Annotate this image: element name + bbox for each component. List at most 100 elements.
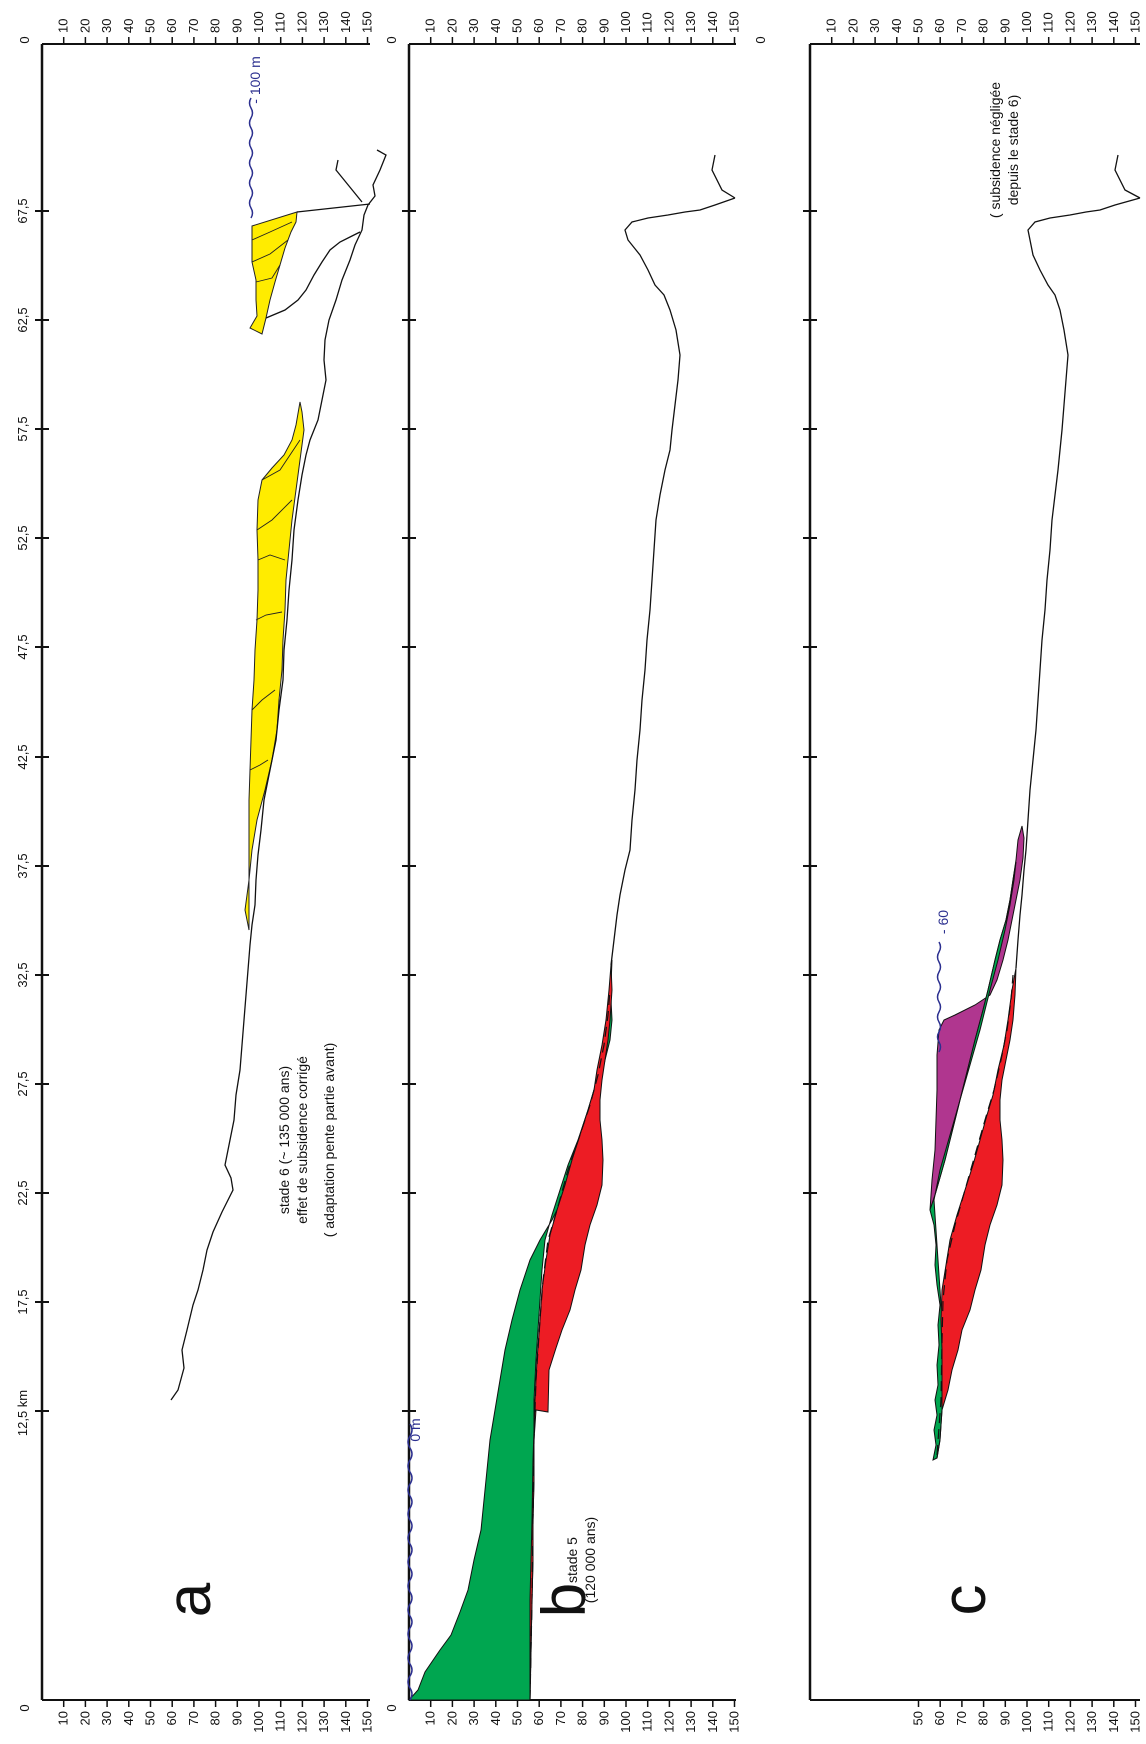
km-label-12-5: 12,5 km bbox=[15, 1390, 30, 1436]
depth-tick-label: 60 bbox=[531, 19, 546, 33]
depth-tick-label: 40 bbox=[488, 19, 503, 33]
km-label-32-5: 32,5 bbox=[15, 962, 30, 987]
depth-tick-label: 110 bbox=[1041, 12, 1056, 33]
depth-tick-label: 60 bbox=[531, 1711, 546, 1725]
depth-tick-label: 30 bbox=[99, 1711, 114, 1725]
depth-tick-label: 110 bbox=[273, 12, 288, 33]
depth-tick-label: 130 bbox=[316, 11, 331, 33]
km-label-27-5: 27,5 bbox=[15, 1071, 30, 1096]
depth-tick-label: 80 bbox=[208, 1711, 223, 1725]
depth-tick-label: 10 bbox=[423, 1711, 438, 1725]
depth-tick-label: 130 bbox=[316, 1711, 331, 1733]
km-label-17-5: 17,5 bbox=[15, 1289, 30, 1314]
panel-b-zero-bottom: 0 bbox=[384, 1704, 399, 1711]
depth-tick-label: 70 bbox=[553, 19, 568, 33]
depth-tick-label: 30 bbox=[867, 19, 882, 33]
depth-tick-label: 20 bbox=[77, 1711, 92, 1725]
panel-b-km-ticks bbox=[402, 210, 416, 1412]
panel-a-sea-level bbox=[248, 97, 254, 219]
stage5-deposit-red-c bbox=[936, 967, 1017, 1459]
panel-c-sea-level bbox=[936, 941, 942, 1053]
panel-b-annotation-line-1: stade 5 bbox=[564, 1537, 580, 1583]
stage6-deposit-mid-lines bbox=[249, 439, 301, 771]
depth-tick-label: 140 bbox=[705, 1711, 720, 1733]
depth-tick-label: 70 bbox=[553, 1711, 568, 1725]
depth-tick-label: 130 bbox=[683, 1711, 698, 1733]
depth-tick-label: 150 bbox=[360, 11, 375, 33]
depth-tick-label: 120 bbox=[661, 11, 676, 33]
panel-a-km-ticks bbox=[35, 210, 49, 1412]
depth-tick-label: 90 bbox=[596, 19, 611, 33]
depth-tick-label: 90 bbox=[997, 1711, 1012, 1725]
panel-a-seabed-inner-profile bbox=[265, 231, 361, 319]
panel-c-annotation-line-1: ( subsidence négligée bbox=[987, 82, 1003, 218]
depth-tick-label: 80 bbox=[575, 1711, 590, 1725]
depth-tick-label: 150 bbox=[1128, 1711, 1143, 1733]
depth-tick-label: 60 bbox=[164, 1711, 179, 1725]
km-label-42-5: 42,5 bbox=[15, 744, 30, 769]
depth-tick-label: 70 bbox=[186, 19, 201, 33]
depth-tick-label: 80 bbox=[575, 19, 590, 33]
depth-tick-label: 10 bbox=[824, 19, 839, 33]
depth-tick-label: 130 bbox=[1084, 1711, 1099, 1733]
panel-b-letter: b bbox=[530, 1583, 599, 1617]
depth-tick-label: 140 bbox=[1106, 1711, 1121, 1733]
panel-b-zero-top: 0 bbox=[384, 36, 399, 43]
panel-a-zero-top: 0 bbox=[17, 36, 32, 43]
depth-tick-label: 150 bbox=[360, 1711, 375, 1733]
panel-a-annotation-line-1: stade 6 (~ 135 000 ans) bbox=[276, 1066, 292, 1214]
depth-tick-label: 130 bbox=[1084, 11, 1099, 33]
depth-tick-label: 100 bbox=[1019, 11, 1034, 33]
depth-tick-label: 150 bbox=[727, 1711, 742, 1733]
depth-tick-label: 50 bbox=[510, 19, 525, 33]
km-label-22-5: 22,5 bbox=[15, 1180, 30, 1205]
depth-tick-label: 40 bbox=[488, 1711, 503, 1725]
panel-c-sea-level-label: - 60 bbox=[935, 910, 951, 934]
depth-tick-label: 120 bbox=[1062, 11, 1077, 33]
depth-tick-label: 20 bbox=[444, 19, 459, 33]
depth-tick-label: 110 bbox=[640, 12, 655, 33]
depth-tick-label: 150 bbox=[727, 11, 742, 33]
depth-tick-label: 120 bbox=[661, 1711, 676, 1733]
stage5-deposit-green bbox=[407, 959, 613, 1701]
depth-tick-label: 50 bbox=[143, 19, 158, 33]
stage5-dashed-boundary-c bbox=[936, 974, 1014, 1456]
panel-a: 12,5 km 17,5 22,5 27,5 32,5 37,5 42,5 47… bbox=[15, 11, 387, 1733]
panel-c-annotation: ( subsidence négligée depuis le stade 6) bbox=[987, 82, 1021, 218]
depth-tick-label: 80 bbox=[976, 1711, 991, 1725]
depth-tick-label: 120 bbox=[294, 1711, 309, 1733]
stage6-deposit-outer-lines bbox=[251, 221, 293, 283]
panel-c-annotation-line-2: depuis le stade 6) bbox=[1005, 95, 1021, 206]
depth-tick-label: 100 bbox=[618, 1711, 633, 1733]
panel-b: 0 0 10 20 30 40 50 60 70 80 90 100 110 120 130 140 150… bbox=[384, 11, 742, 1732]
depth-tick-label: 90 bbox=[997, 19, 1012, 33]
panel-c-letter: c bbox=[930, 1585, 999, 1616]
depth-tick-label: 10 bbox=[423, 19, 438, 33]
depth-tick-label: 10 bbox=[56, 1711, 71, 1725]
panel-b-sea-level-label: 0 m bbox=[407, 1418, 423, 1441]
km-label-52-5: 52,5 bbox=[15, 525, 30, 550]
depth-tick-label: 110 bbox=[640, 1711, 655, 1732]
depth-tick-label: 90 bbox=[229, 19, 244, 33]
panel-b-seabed-profile bbox=[610, 154, 736, 966]
depth-tick-label: 110 bbox=[1041, 1711, 1056, 1732]
depth-tick-label: 30 bbox=[466, 1711, 481, 1725]
depth-tick-label: 80 bbox=[208, 19, 223, 33]
depth-tick-label: 20 bbox=[845, 19, 860, 33]
panel-a-km-labels: 12,5 km 17,5 22,5 27,5 32,5 37,5 42,5 47… bbox=[15, 198, 30, 1436]
depth-tick-label: 30 bbox=[99, 19, 114, 33]
depth-tick-label: 20 bbox=[77, 19, 92, 33]
panel-a-annotation: stade 6 (~ 135 000 ans) effet de subside… bbox=[276, 1043, 337, 1238]
panel-a-seabed-profile bbox=[170, 149, 387, 1401]
stage5-deposit-green-c bbox=[929, 861, 1017, 1461]
depth-tick-label: 100 bbox=[251, 1711, 266, 1733]
depth-tick-label: 100 bbox=[618, 11, 633, 33]
panel-c-zero-top: 0 bbox=[753, 36, 768, 43]
depth-tick-label: 100 bbox=[1019, 1711, 1034, 1733]
depth-tick-label: 40 bbox=[121, 19, 136, 33]
depth-tick-label: 110 bbox=[273, 1711, 288, 1732]
